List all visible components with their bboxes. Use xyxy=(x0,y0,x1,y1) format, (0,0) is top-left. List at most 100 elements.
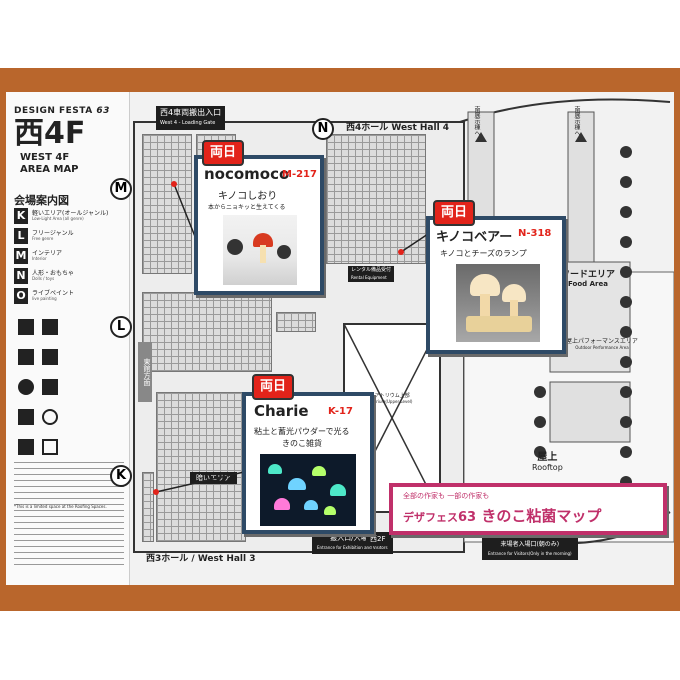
item-title: キノコしおり xyxy=(218,191,278,202)
booth-block xyxy=(142,134,192,274)
floor-subtitle: WEST 4F xyxy=(20,152,70,163)
rental-label: レンタル備品受付 Rental Equipment xyxy=(348,266,395,282)
area-marker-m: M xyxy=(110,178,132,200)
south-hall-label-left: 南展示棟へ xyxy=(473,106,480,136)
outdoor-area-label: 屋上パフォーマンスエリア Outdoor Performance Area xyxy=(566,338,638,350)
legend-footnote: *This is a limited space at the Roofing … xyxy=(14,504,107,509)
booth-number: M-217 xyxy=(282,169,317,180)
booth-block xyxy=(276,312,316,332)
glow-mushroom-icon xyxy=(312,466,326,476)
exhibitor-name: キノコベアー xyxy=(436,230,513,245)
item-photo xyxy=(260,454,356,526)
legend-label: フリージャンル xyxy=(32,230,74,237)
legend-label: 軽いエリア(オールジャンル) xyxy=(32,210,109,217)
item-description: きのこ雑貨 xyxy=(282,439,322,448)
map-legend: DESIGN FESTA 63 西4F WEST 4F AREA MAP 会場案… xyxy=(6,92,130,585)
floor-mark: 西2F xyxy=(366,532,390,546)
item-title: キノコとチーズのランプ xyxy=(440,249,527,258)
legend-heading: 会場案内図 xyxy=(14,194,69,207)
restroom-icon xyxy=(18,319,34,335)
banner-caption: 全部の作家も 一部の作家も xyxy=(403,492,490,500)
cheese-base-icon xyxy=(466,316,532,332)
area-marker-l: L xyxy=(110,316,132,338)
legend-key: L xyxy=(14,228,28,244)
glow-mushroom-icon xyxy=(324,506,336,515)
booth-block xyxy=(142,292,272,372)
exhibitor-card-kinoko-bear[interactable]: キノコベアー N-318 キノコとチーズのランプ xyxy=(426,216,566,354)
bear-figure-icon xyxy=(277,245,291,259)
both-days-badge: 両日 xyxy=(433,200,475,226)
exhibitor-card-charie[interactable]: Charie K-17 粘土と蓄光パウダーで光る きのこ雑貨 xyxy=(242,392,374,534)
booth-block xyxy=(142,472,154,542)
area-marker-k: K xyxy=(110,465,132,487)
lamp-cap-icon xyxy=(502,284,526,302)
booth-number: N-318 xyxy=(518,228,552,239)
event-name: DESIGN FESTA 63 xyxy=(14,106,110,116)
legend-label: 人形・おもちゃ xyxy=(32,270,75,277)
exhibitor-card-nocomoco[interactable]: nocomoco M-217 キノコしおり 本からニョキッと生えてくる xyxy=(194,155,324,295)
atrium-label: アトリウム上部 Atrium(Upper Level) xyxy=(372,393,413,404)
lamp-stem-icon xyxy=(480,294,490,316)
legend-row: K 軽いエリア(オールジャンル)Low-Light Area (all genre… xyxy=(14,208,126,226)
legend-key: N xyxy=(14,268,28,284)
legend-sublabel: Interior xyxy=(32,256,47,261)
lamp-stem-icon xyxy=(510,300,518,318)
legend-sublabel: Low-Light Area (all genre) xyxy=(32,216,84,221)
first-aid-icon xyxy=(42,439,58,455)
south-hall-label-right: 南展示棟へ xyxy=(573,106,580,136)
floor-title: 西4F xyxy=(14,116,86,151)
food-area-label: フードエリア Food Area xyxy=(561,270,616,288)
visitor-entrance-label: 来場者入場口(朝のみ) Entrance for Visitors(Only i… xyxy=(482,538,578,560)
legend-key: K xyxy=(14,208,28,224)
glow-mushroom-icon xyxy=(330,484,346,496)
glow-mushroom-icon xyxy=(274,498,290,510)
bear-figure-icon xyxy=(227,239,243,255)
facility-icons xyxy=(14,317,124,487)
performance-icon xyxy=(18,439,34,455)
corridor-label: 東館方面 xyxy=(138,342,152,402)
mushroom-stem-icon xyxy=(260,245,266,263)
floor-map: DESIGN FESTA 63 西4F WEST 4F AREA MAP 会場案… xyxy=(6,92,674,585)
legend-key: M xyxy=(14,248,28,264)
loading-gate-label: 西4車両搬出入口 West 4 - Loading Gate xyxy=(156,106,226,130)
item-photo xyxy=(456,264,540,342)
mushroom-map-banner: 全部の作家も 一部の作家も デザフェス63 きのこ粘菌マップ xyxy=(389,483,667,535)
west-hall-3-label: 西3ホール / West Hall 3 xyxy=(146,554,256,564)
legend-sublabel: live painting xyxy=(32,296,57,301)
exhibitor-name: nocomoco xyxy=(204,165,290,183)
west-hall-4-label: 西4ホール West Hall 4 xyxy=(346,123,450,133)
trash-icon xyxy=(42,409,58,425)
legend-sublabel: Free genre xyxy=(32,236,54,241)
wheelchair-icon xyxy=(18,379,34,395)
frame-right xyxy=(674,68,680,611)
booth-number: K-17 xyxy=(328,406,353,417)
legend-key: O xyxy=(14,288,28,304)
smoking-icon xyxy=(18,409,34,425)
fine-print xyxy=(14,462,124,567)
vending-icon xyxy=(42,349,58,365)
frame-left xyxy=(0,68,6,611)
lamp-cap-icon xyxy=(470,274,500,296)
legend-label: ライブペイント xyxy=(32,290,75,297)
frame-bottom xyxy=(0,585,680,611)
area-marker-n: N xyxy=(312,118,334,140)
mushroom-cap-icon xyxy=(253,233,273,247)
item-photo xyxy=(223,215,297,285)
frame-top xyxy=(0,68,680,92)
glow-mushroom-icon xyxy=(304,500,318,510)
coin-locker-icon xyxy=(18,349,34,365)
legend-sublabel: Dolls / toys xyxy=(32,276,55,281)
legend-label: インテリア xyxy=(32,250,63,257)
nursing-room-icon xyxy=(42,319,58,335)
exhibitor-name: Charie xyxy=(254,402,309,420)
elevator-icon xyxy=(42,379,58,395)
booth-block xyxy=(326,134,426,264)
rooftop-label: 屋上 Rooftop xyxy=(532,452,563,472)
item-title: 粘土と蓄光パウダーで光る xyxy=(254,427,350,436)
banner-title: デザフェス63 きのこ粘菌マップ xyxy=(403,507,602,525)
both-days-badge: 両日 xyxy=(202,140,244,166)
